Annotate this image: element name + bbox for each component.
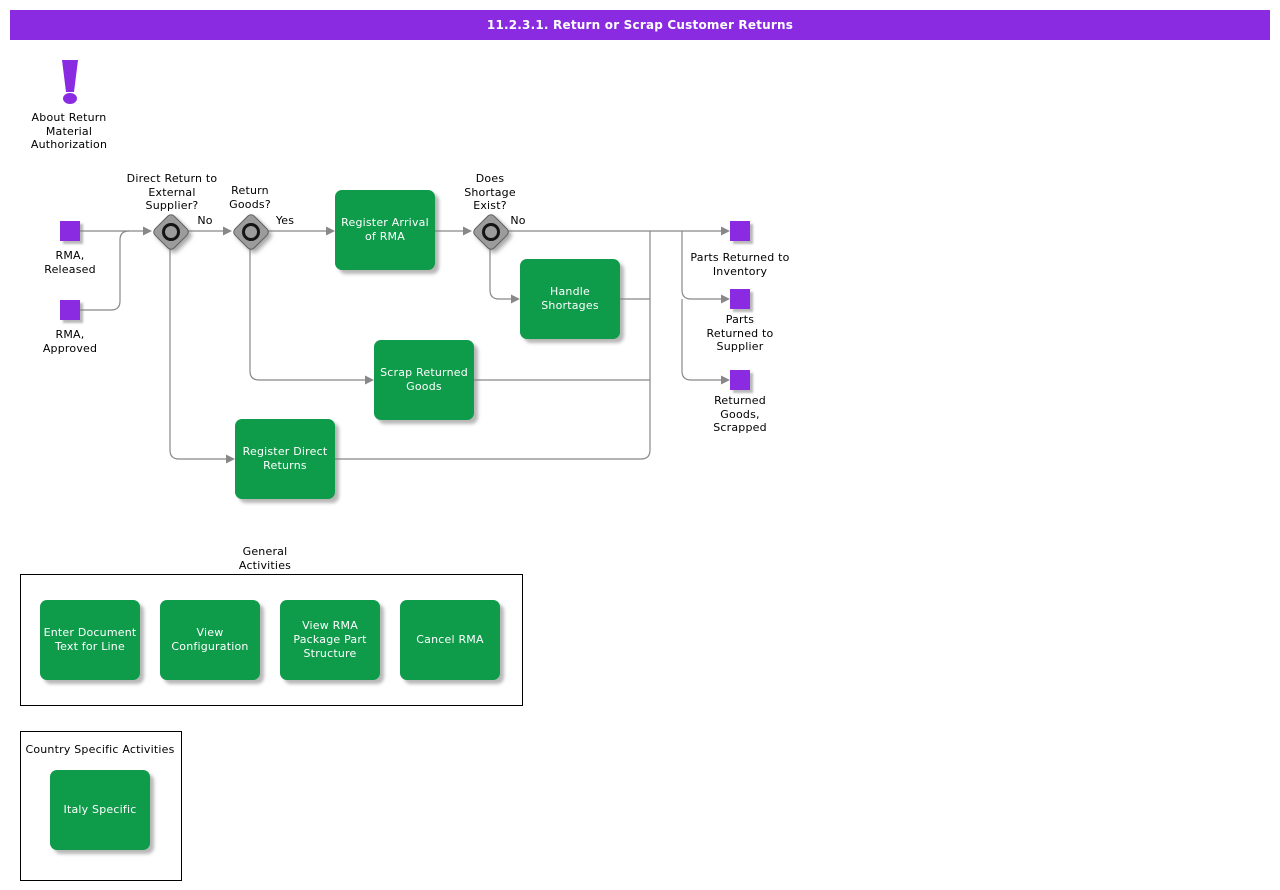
start-event-rma-released-label: RMA, Released [44,249,96,276]
gateway-return-goods-label: Return Goods? [229,184,271,211]
country-specific-title: Country Specific Activities [25,743,175,756]
gateway-return-goods [231,212,271,252]
activity-enter-document-text-for-line[interactable]: Enter Document Text for Line [40,600,140,680]
gateway-direct-return-label: Direct Return to External Supplier? [126,172,218,213]
activity-view-rma-package-part-structure[interactable]: View RMA Package Part Structure [280,600,380,680]
edge-label-no-2: No [510,214,526,227]
gateway-circle-icon [481,222,500,241]
title-bar: 11.2.3.1. Return or Scrap Customer Retur… [10,10,1270,40]
general-activities-title: General Activities [238,545,292,572]
activity-cancel-rma[interactable]: Cancel RMA [400,600,500,680]
activity-view-configuration[interactable]: View Configuration [160,600,260,680]
start-event-rma-released[interactable] [60,221,80,241]
gateway-does-shortage-exist [471,212,511,252]
gateway-circle-icon [161,222,180,241]
activity-scrap-returned-goods[interactable]: Scrap Returned Goods [374,340,474,420]
activity-italy-specific[interactable]: Italy Specific [50,770,150,850]
page-title: 11.2.3.1. Return or Scrap Customer Retur… [486,18,794,32]
edge-label-yes: Yes [275,214,295,227]
end-event-returned-goods-scrapped[interactable] [730,370,750,390]
end-event-parts-returned-to-supplier[interactable] [730,289,750,309]
exclamation-icon[interactable] [55,52,85,107]
end-event-parts-inventory-label: Parts Returned to Inventory [690,251,790,278]
start-event-rma-approved[interactable] [60,300,80,320]
activity-register-direct-returns[interactable]: Register Direct Returns [235,419,335,499]
gateway-does-shortage-label: Does Shortage Exist? [464,172,516,213]
end-event-parts-supplier-label: Parts Returned to Supplier [706,313,774,354]
gateway-direct-return-to-external-supplier [151,212,191,252]
end-event-parts-returned-to-inventory[interactable] [730,221,750,241]
start-event-rma-approved-label: RMA, Approved [42,328,98,355]
edge-label-no-1: No [197,214,213,227]
about-link-label[interactable]: About Return Material Authorization [30,111,108,152]
activity-register-arrival-of-rma[interactable]: Register Arrival of RMA [335,190,435,270]
activity-handle-shortages[interactable]: Handle Shortages [520,259,620,339]
end-event-goods-scrapped-label: Returned Goods, Scrapped [713,394,767,435]
gateway-circle-icon [241,222,260,241]
